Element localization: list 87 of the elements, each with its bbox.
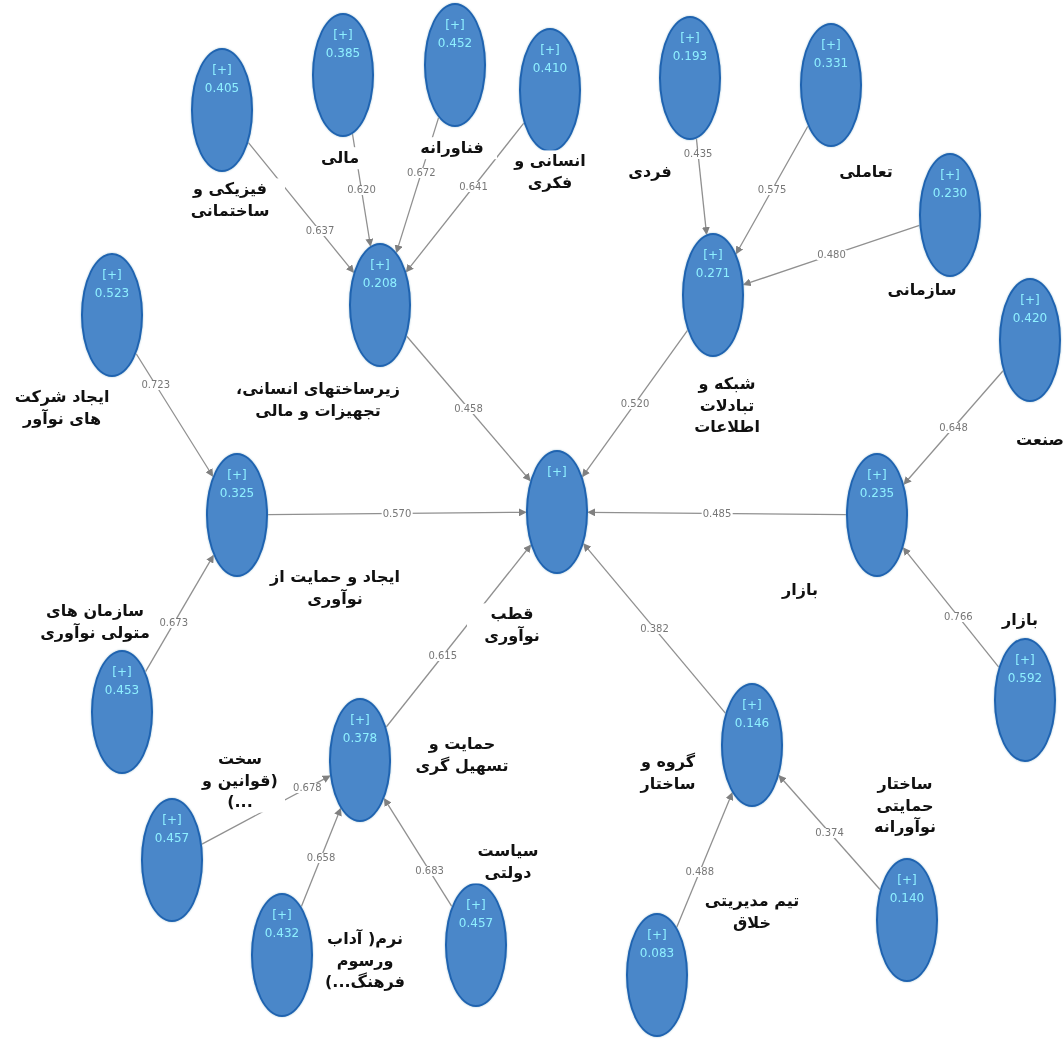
expand-marker: [+] bbox=[333, 29, 353, 41]
r-squared-value: 0.457 bbox=[458, 917, 494, 929]
expand-marker: [+] bbox=[940, 169, 960, 181]
arrow bbox=[300, 807, 342, 908]
edge-label: 0.641 bbox=[458, 181, 489, 192]
r-squared-value: 0.140 bbox=[889, 892, 925, 904]
arrow bbox=[581, 329, 689, 478]
edge-label: 0.520 bbox=[619, 398, 651, 409]
arrow bbox=[383, 798, 453, 907]
construct-ellipse bbox=[251, 893, 313, 1017]
r-squared-value: 0.452 bbox=[437, 37, 473, 49]
arrow bbox=[144, 554, 215, 673]
arrow bbox=[582, 543, 727, 714]
construct-ellipse bbox=[424, 3, 486, 127]
edge-label: 0.766 bbox=[943, 611, 974, 622]
arrow bbox=[735, 125, 809, 255]
expand-marker: [+] bbox=[466, 899, 486, 911]
expand-marker: [+] bbox=[867, 469, 887, 481]
expand-marker: [+] bbox=[547, 466, 567, 478]
expand-marker: [+] bbox=[350, 714, 370, 726]
expand-marker: [+] bbox=[540, 44, 560, 56]
construct-ellipse bbox=[721, 683, 783, 807]
r-squared-value: 0.457 bbox=[154, 832, 190, 844]
expand-marker: [+] bbox=[445, 19, 465, 31]
edge-label: 0.723 bbox=[140, 380, 172, 390]
construct-ellipse bbox=[626, 913, 688, 1037]
edge-label: 0.672 bbox=[405, 168, 437, 178]
r-squared-value: 0.410 bbox=[532, 62, 568, 74]
r-squared-value: 0.083 bbox=[639, 947, 675, 959]
r-squared-value: 0.331 bbox=[813, 57, 849, 69]
edge-label: 0.575 bbox=[756, 185, 788, 195]
arrow bbox=[903, 370, 1004, 485]
expand-marker: [+] bbox=[162, 814, 182, 826]
r-squared-value: 0.385 bbox=[325, 47, 361, 59]
construct-ellipse bbox=[349, 243, 411, 367]
expand-marker: [+] bbox=[102, 269, 122, 281]
arrow bbox=[676, 792, 734, 928]
arrow bbox=[135, 353, 214, 477]
arrow bbox=[695, 138, 710, 236]
r-squared-value: 0.523 bbox=[94, 287, 130, 299]
edge-label: 0.485 bbox=[701, 508, 733, 519]
edge-label: 0.570 bbox=[381, 508, 413, 519]
edge-label: 0.374 bbox=[814, 827, 845, 838]
arrow bbox=[406, 335, 531, 482]
edge-label: 0.658 bbox=[305, 852, 337, 863]
expand-marker: [+] bbox=[112, 666, 132, 678]
edge-label: 0.435 bbox=[682, 148, 714, 159]
edge-label: 0.382 bbox=[639, 623, 670, 634]
r-squared-value: 0.378 bbox=[342, 732, 378, 744]
edge-label: 0.683 bbox=[414, 866, 445, 876]
expand-marker: [+] bbox=[897, 874, 917, 886]
r-squared-value: 0.146 bbox=[734, 717, 770, 729]
edge-label: 0.637 bbox=[304, 225, 336, 236]
r-squared-value: 0.325 bbox=[219, 487, 255, 499]
arrow bbox=[778, 774, 881, 891]
expand-marker: [+] bbox=[703, 249, 723, 261]
arrow bbox=[902, 547, 1000, 668]
edge-label: 0.458 bbox=[453, 403, 484, 414]
r-squared-value: 0.271 bbox=[695, 267, 731, 279]
expand-marker: [+] bbox=[821, 39, 841, 51]
edge-label: 0.615 bbox=[427, 650, 459, 661]
edge-label: 0.488 bbox=[684, 866, 716, 877]
expand-marker: [+] bbox=[370, 259, 390, 271]
arrow bbox=[405, 122, 525, 273]
r-squared-value: 0.592 bbox=[1007, 672, 1043, 684]
r-squared-value: 0.235 bbox=[859, 487, 895, 499]
edge-label: 0.480 bbox=[816, 250, 847, 260]
r-squared-value: 0.432 bbox=[264, 927, 300, 939]
r-squared-value: 0.420 bbox=[1012, 312, 1048, 324]
construct-ellipse bbox=[329, 698, 391, 822]
edge-label: 0.620 bbox=[346, 185, 377, 195]
expand-marker: [+] bbox=[647, 929, 667, 941]
expand-marker: [+] bbox=[1015, 654, 1035, 666]
r-squared-value: 0.193 bbox=[672, 50, 708, 62]
expand-marker: [+] bbox=[227, 469, 247, 481]
expand-marker: [+] bbox=[272, 909, 292, 921]
expand-marker: [+] bbox=[1020, 294, 1040, 306]
edge-label: 0.678 bbox=[292, 783, 323, 793]
edge-label: 0.648 bbox=[938, 422, 969, 433]
r-squared-value: 0.230 bbox=[932, 187, 968, 199]
expand-marker: [+] bbox=[212, 64, 232, 76]
expand-marker: [+] bbox=[742, 699, 762, 711]
r-squared-value: 0.405 bbox=[204, 82, 240, 94]
r-squared-value: 0.453 bbox=[104, 684, 140, 696]
r-squared-value: 0.208 bbox=[362, 277, 398, 289]
expand-marker: [+] bbox=[680, 32, 700, 44]
arrow bbox=[247, 141, 355, 274]
